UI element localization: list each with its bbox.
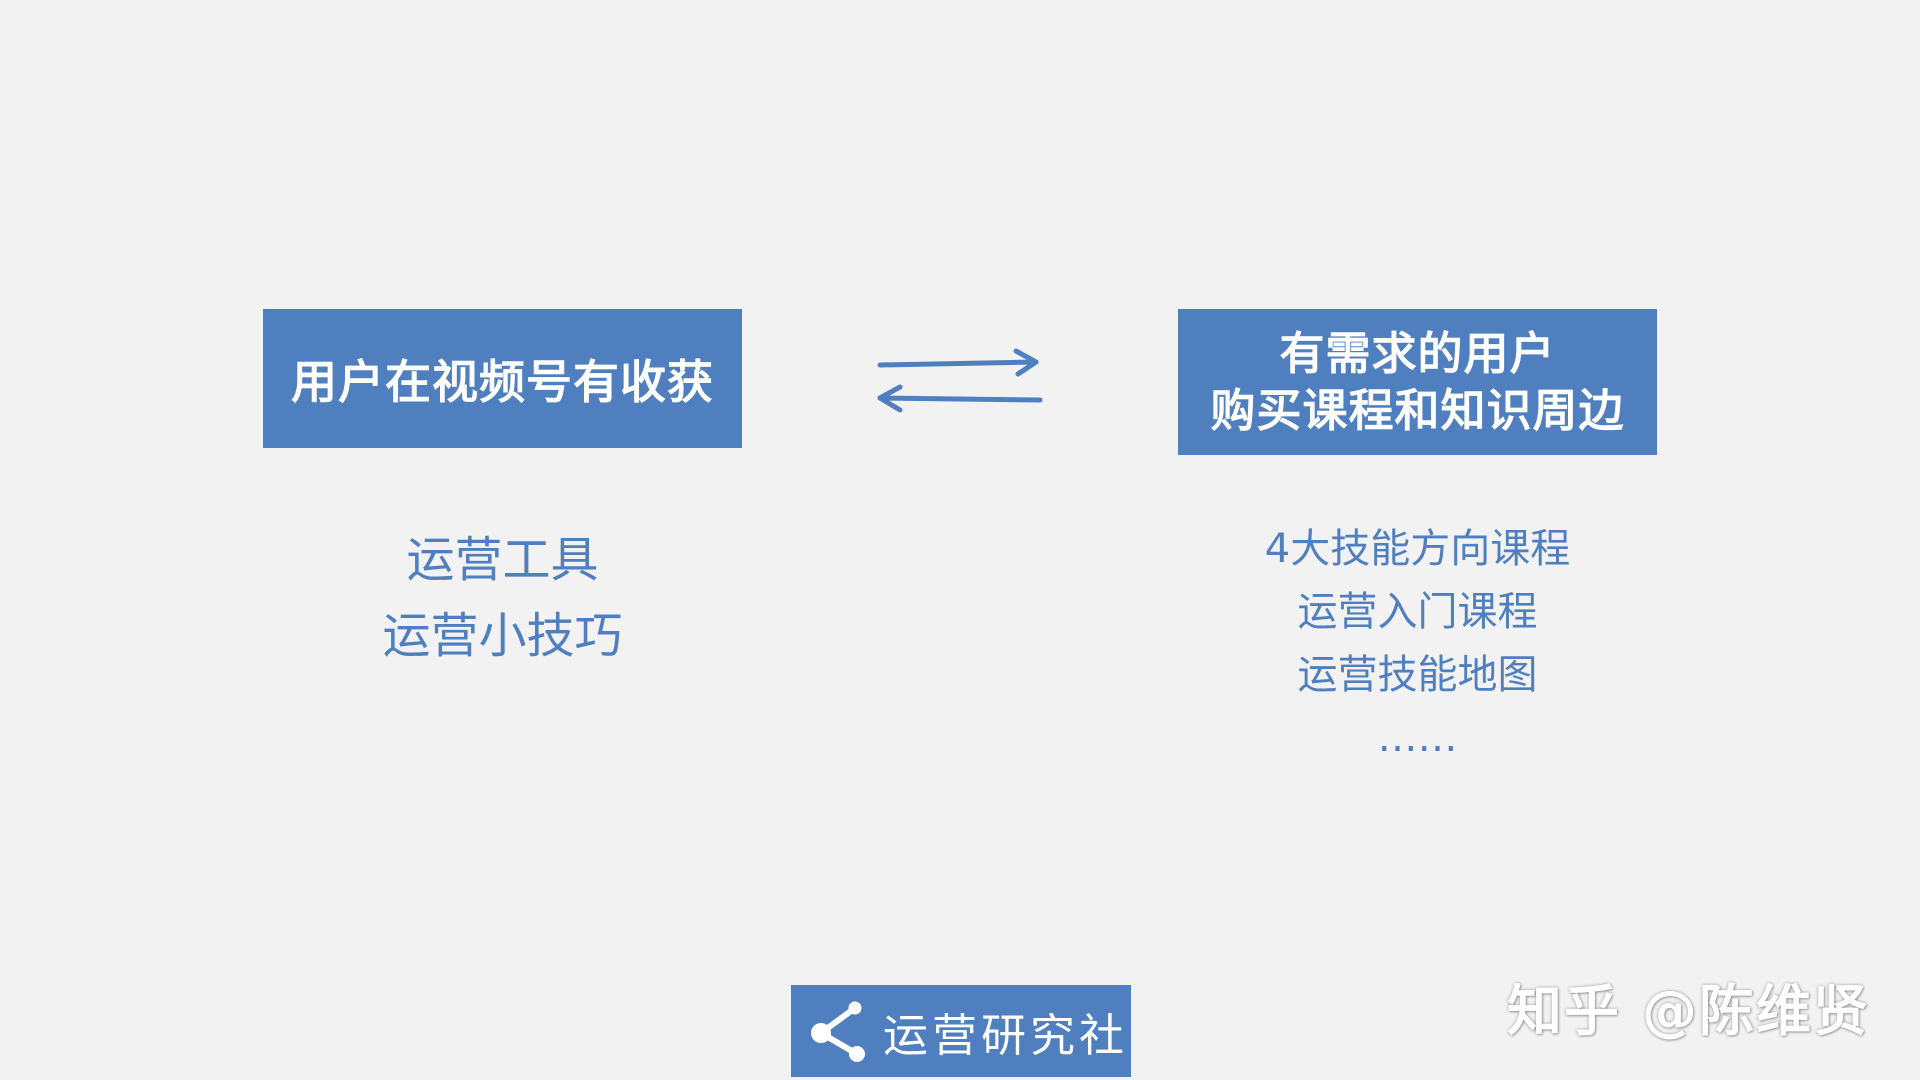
right-list-item: 运营技能地图 — [1297, 652, 1538, 698]
brand-badge: 运营研究社 — [791, 985, 1131, 1077]
left-list-item: 运营小技巧 — [382, 608, 623, 664]
right-box-line-1: 有需求的用户 — [1279, 327, 1556, 380]
brand-name: 运营研究社 — [883, 1008, 1129, 1062]
right-list: 4大技能方向课程 运营入门课程 运营技能地图 …… — [1178, 518, 1657, 770]
left-arrow — [877, 384, 1043, 413]
right-box-line-2: 购买课程和知识周边 — [1210, 384, 1625, 437]
share-icon — [811, 1001, 865, 1062]
right-list-item: 4大技能方向课程 — [1264, 526, 1571, 572]
left-list: 运营工具 运营小技巧 — [263, 522, 742, 674]
bidirectional-arrows — [877, 348, 1043, 413]
right-box: 有需求的用户 购买课程和知识周边 — [1178, 309, 1657, 455]
right-arrow — [877, 348, 1039, 377]
watermark: 知乎 @陈维贤 — [1506, 979, 1870, 1043]
left-list-item: 运营工具 — [406, 532, 599, 588]
right-list-item: 运营入门课程 — [1297, 589, 1538, 635]
left-box-label: 用户在视频号有收获 — [291, 354, 714, 409]
left-box: 用户在视频号有收获 — [263, 309, 742, 448]
right-list-item: …… — [1377, 715, 1458, 761]
